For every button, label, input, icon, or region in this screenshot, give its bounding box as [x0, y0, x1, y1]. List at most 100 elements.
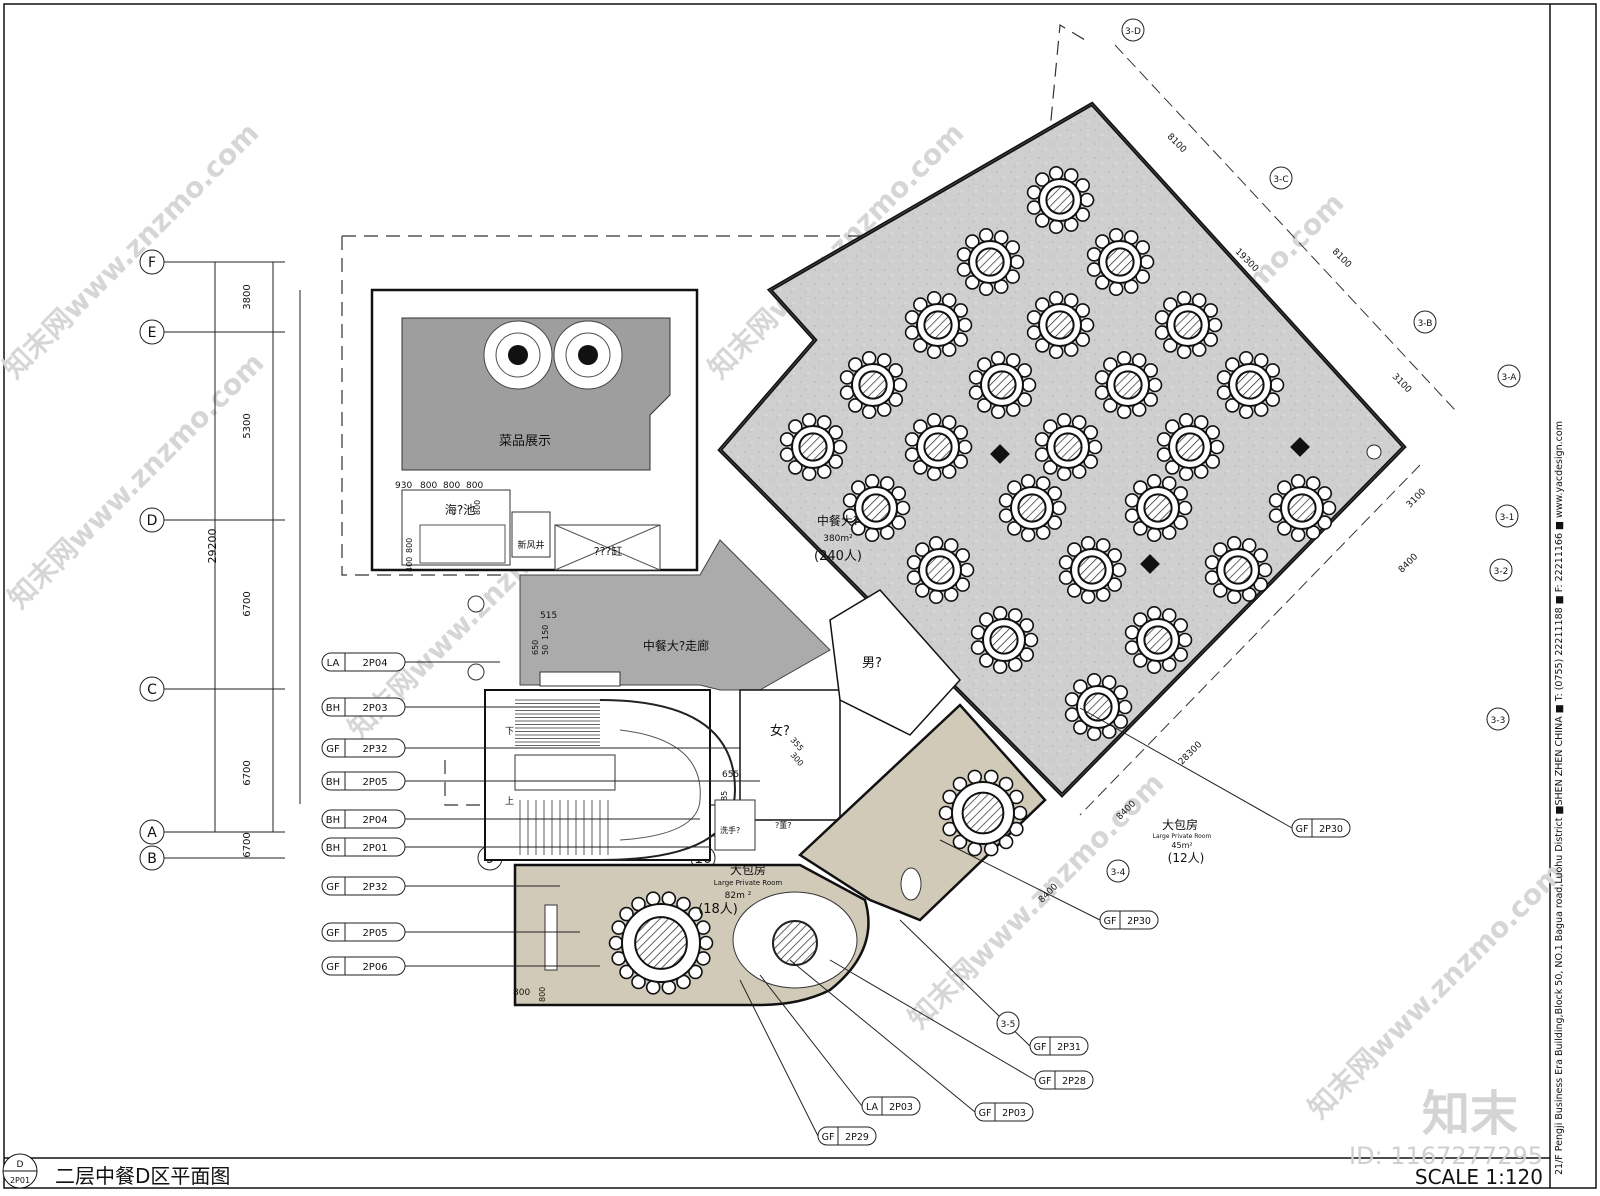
drawing-title: 二层中餐D区平面图: [55, 1164, 230, 1188]
hall-area: 380m²: [823, 534, 853, 544]
left-tag-ref: 2P05: [362, 928, 387, 939]
left-tag-code: BH: [326, 703, 340, 714]
seafood-pool-label: 海?池: [445, 502, 475, 517]
stair-down-label: 下: [505, 727, 514, 737]
hall-table: [968, 350, 1037, 420]
left-tag-ref: 2P05: [362, 777, 387, 788]
room1-table: [608, 891, 714, 995]
room1-people: (18人): [698, 902, 738, 917]
hall-table: [906, 535, 975, 605]
diag-axis-marker: 3-5: [1001, 1020, 1016, 1030]
right-tag-ref: 2P30: [1127, 916, 1151, 927]
hall-table: [1086, 227, 1155, 297]
row-marker-F: F: [148, 255, 156, 271]
right-tag-ref: 2P30: [1319, 824, 1343, 835]
private-room-large: 大包房 Large Private Room 82m ² (18人) 800 8…: [513, 862, 870, 1007]
diag-axis-marker: 3-C: [1273, 175, 1288, 185]
right-tag: GF 2P30: [939, 839, 1159, 930]
display-label: 菜品展示: [499, 434, 551, 449]
dim-800-v: 800: [473, 500, 482, 515]
left-tag-code: BH: [326, 843, 340, 854]
hall-table: [1154, 290, 1223, 360]
room1-area: 82m ²: [725, 891, 752, 901]
diag-axis-marker: 3-1: [1500, 513, 1515, 523]
diag-dim-label: 8100: [1330, 247, 1353, 270]
hall-table: [1268, 473, 1337, 543]
grid-total-dim: 29200: [206, 529, 219, 564]
sheet-ref-top: D: [17, 1160, 24, 1170]
hall-table: [904, 412, 973, 482]
left-tag-code: BH: [326, 777, 340, 788]
wash-label-1: 洗手?: [720, 825, 740, 835]
right-tag-code: LA: [866, 1102, 879, 1113]
fresh-air-label: 新风井: [517, 539, 544, 551]
left-tag-ref: 2P04: [362, 658, 387, 669]
diag-dim-label: 8100: [1165, 132, 1188, 155]
row-marker-E: E: [148, 325, 157, 341]
cold-tank-label: ???缸: [594, 544, 623, 558]
row-dim-label: 6700: [242, 760, 253, 785]
left-tag-ref: 2P04: [362, 815, 387, 826]
right-tag-ref: 2P31: [1057, 1042, 1081, 1053]
dim-800-b: 800: [443, 481, 460, 491]
diag-axis-marker: 3-D: [1125, 27, 1141, 37]
row-marker-C: C: [147, 682, 157, 698]
left-tag-code: GF: [326, 744, 340, 755]
room2-people: (12人): [1168, 851, 1205, 865]
diag-dim-label: 3100: [1390, 372, 1413, 395]
row-marker-D: D: [147, 513, 158, 529]
hall-table: [1034, 412, 1103, 482]
dim-515: 515: [540, 611, 557, 621]
hall-table: [842, 473, 911, 543]
room2-en: Large Private Room: [1153, 833, 1212, 840]
right-tag: LA 2P03: [759, 974, 921, 1116]
diag-dim-label: 3100: [1405, 487, 1428, 510]
right-tag-code: GF: [1039, 1076, 1052, 1087]
left-tag-code: GF: [326, 962, 340, 973]
diag-axis-marker: 3-A: [1502, 373, 1518, 383]
hall-table: [1064, 672, 1133, 742]
drawing-frame: [3, 3, 1597, 1189]
drawing-scale: SCALE 1:120: [1415, 1165, 1543, 1189]
hall-table: [1124, 605, 1193, 675]
hall-table: [998, 473, 1067, 543]
diag-dim-label: 28300: [1177, 740, 1205, 768]
dim-50: 50: [541, 645, 550, 655]
right-tag-ref: 2P03: [889, 1102, 913, 1113]
right-tag-code: GF: [1104, 916, 1117, 927]
hall-table: [904, 290, 973, 360]
hall-table: [970, 605, 1039, 675]
hall-table: [839, 350, 908, 420]
dim-930: 930: [395, 481, 412, 491]
hall-name: 中餐大?: [817, 513, 859, 528]
hall-table: [1124, 473, 1193, 543]
side-info: 21/F Pengji Business Era Building,Block …: [1554, 421, 1565, 1175]
row-dim-label: 3800: [242, 284, 253, 309]
dim-800-y: 800: [538, 987, 547, 1002]
watermark-text-1: 知末网www.znzmo.com: [0, 116, 265, 385]
row-marker-B: B: [147, 851, 157, 867]
dim-400: 400: [405, 557, 414, 572]
hall-table: [1156, 412, 1225, 482]
dim-800-a: 800: [420, 481, 437, 491]
dim-655: 655: [722, 770, 739, 780]
display-area: 菜品展示 海?池 新风井 ???缸 930 800 800 800 800 40…: [370, 288, 699, 572]
hall-table: [956, 227, 1025, 297]
right-tag-code: GF: [1034, 1042, 1047, 1053]
women-room-label: 女?: [770, 723, 790, 739]
title-block: D 2P01 二层中餐D区平面图 SCALE 1:120 ID: 1167277…: [2, 421, 1565, 1189]
